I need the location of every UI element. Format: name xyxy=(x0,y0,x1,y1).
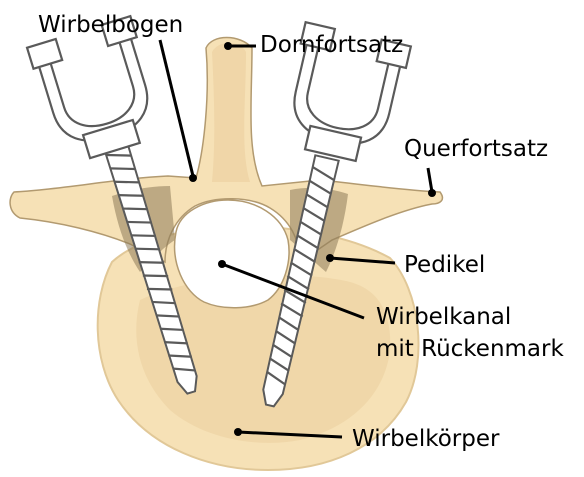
label-wirbelkanal-line2: mit Rückenmark xyxy=(376,336,564,362)
label-wirbelbogen: Wirbelbogen xyxy=(38,12,183,38)
label-wirbelkoerper: Wirbelkörper xyxy=(352,426,500,452)
dot-pedikel xyxy=(326,254,334,262)
leader-line-querfortsatz xyxy=(428,168,432,192)
label-wirbelkanal-line1: Wirbelkanal xyxy=(376,304,511,330)
label-dornfortsatz: Dornfortsatz xyxy=(260,32,403,58)
dot-wirbelbogen xyxy=(189,174,197,182)
spinous-process xyxy=(212,43,250,182)
dot-wirbelkoerper xyxy=(234,428,242,436)
dot-wirbelkanal xyxy=(218,260,226,268)
dot-dornfortsatz xyxy=(224,42,232,50)
spinal-canal xyxy=(175,200,289,308)
leader-line-wirbelbogen xyxy=(160,40,193,176)
dot-querfortsatz xyxy=(428,189,436,197)
label-pedikel: Pedikel xyxy=(404,252,485,278)
label-querfortsatz: Querfortsatz xyxy=(404,136,548,162)
